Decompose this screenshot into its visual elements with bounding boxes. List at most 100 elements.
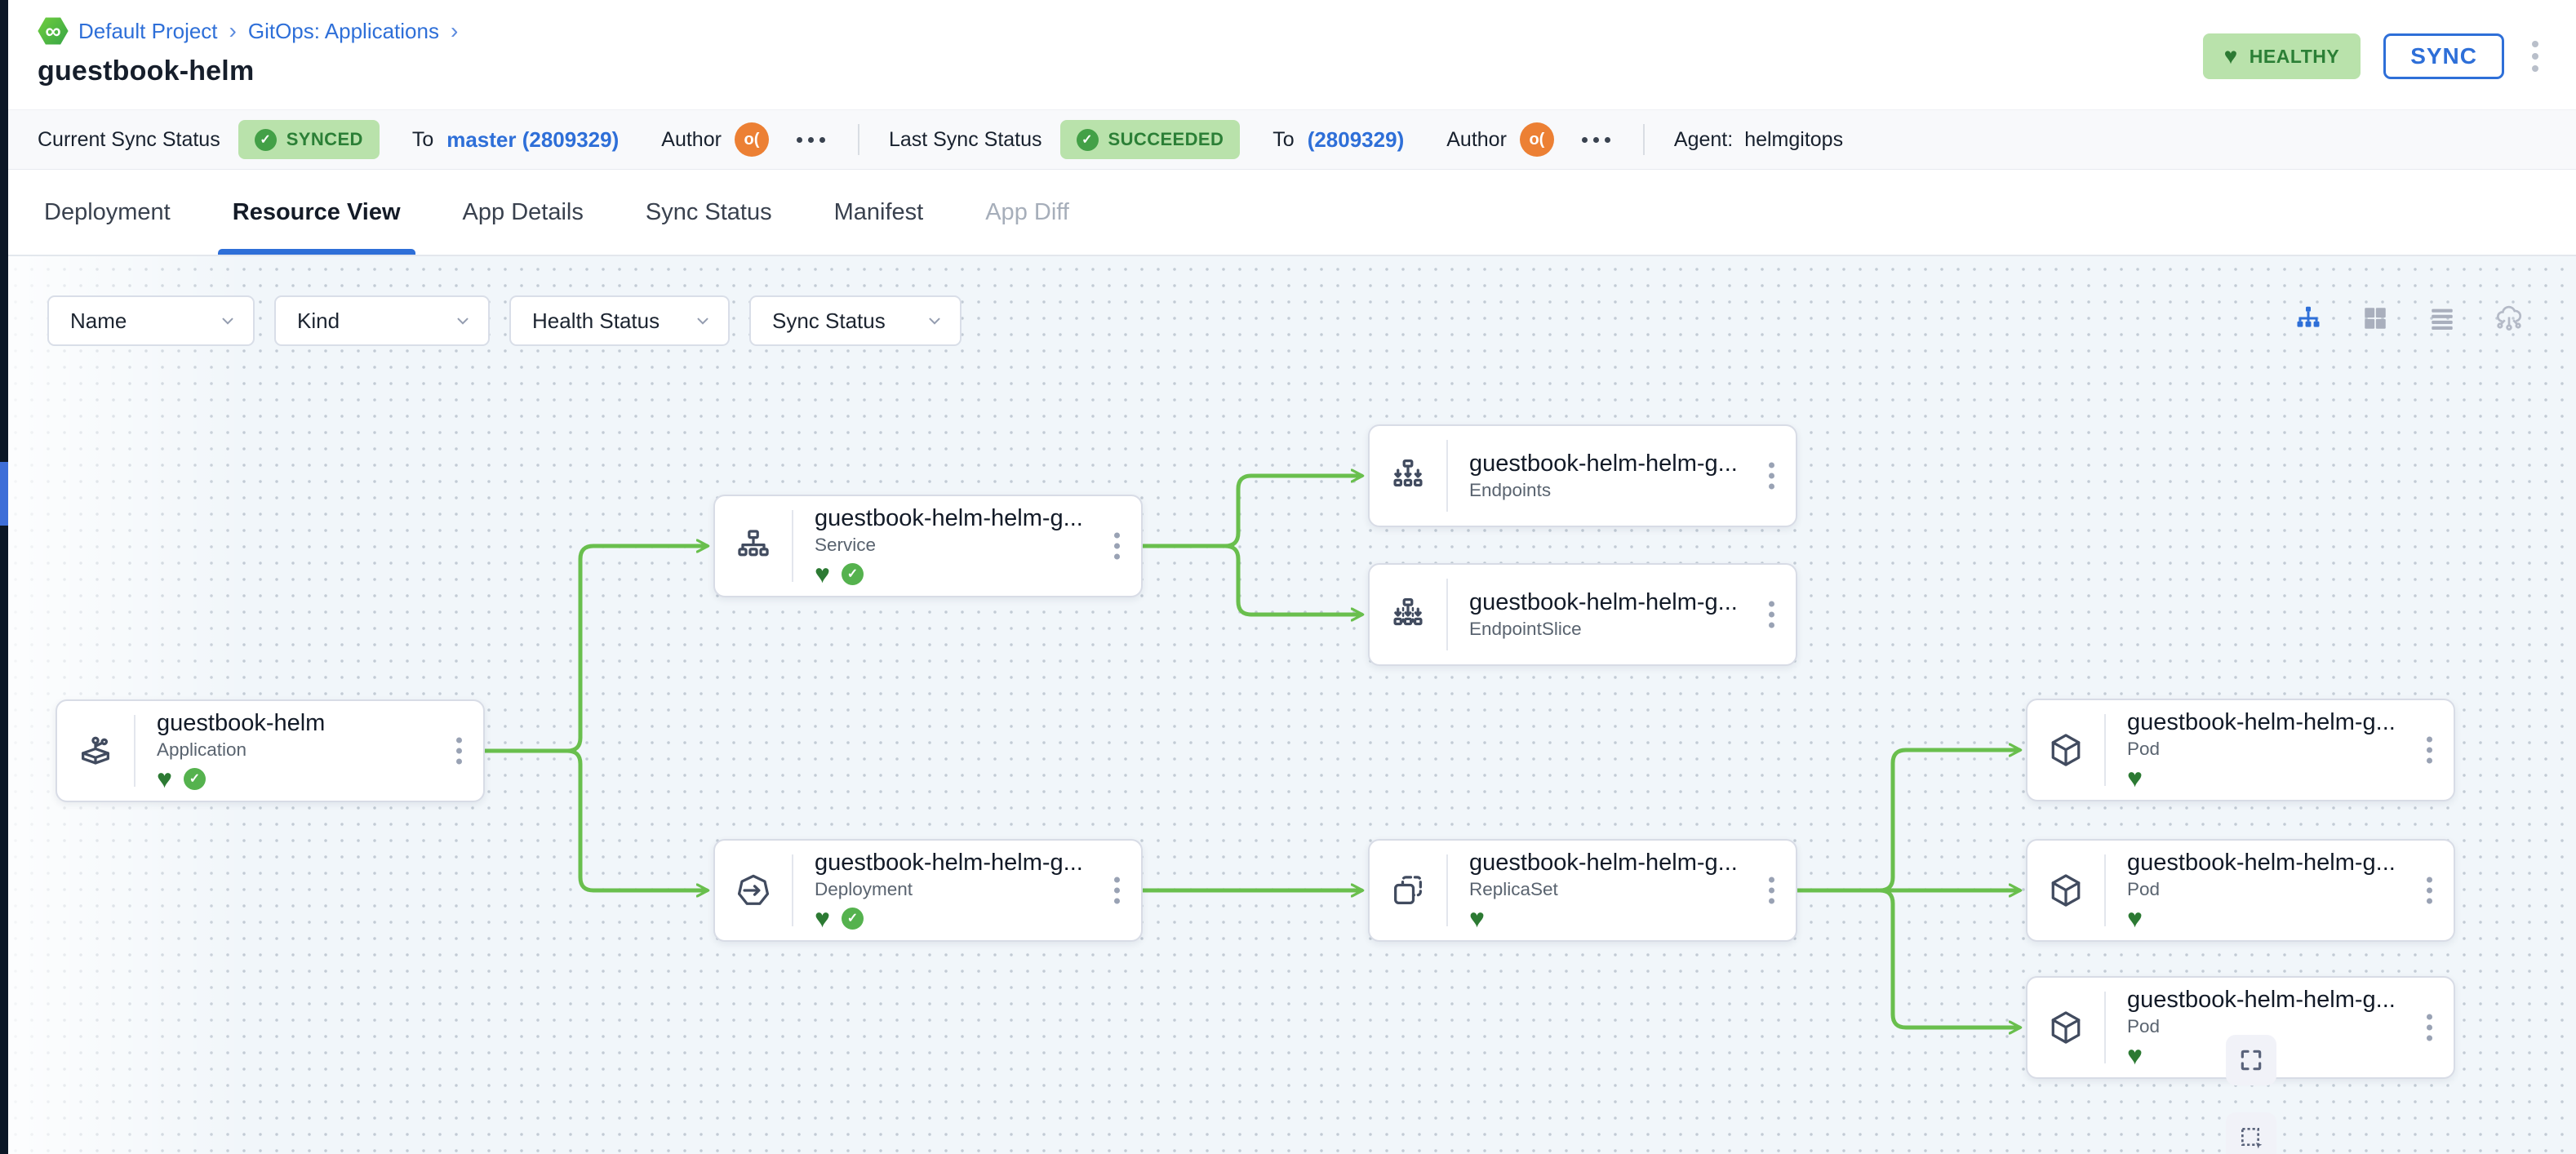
current-revision-link[interactable]: master (2809329)	[446, 126, 620, 152]
node-status-badges: ♥	[2127, 765, 2401, 791]
node-kebab-icon[interactable]	[2422, 872, 2437, 909]
tab-manifest[interactable]: Manifest	[833, 198, 924, 225]
application-icon	[57, 701, 134, 801]
resource-node-pod2[interactable]: guestbook-helm-helm-g... Pod ♥	[2026, 839, 2455, 942]
healthy-heart-icon: ♥	[2127, 763, 2143, 792]
tab-app-diff: App Diff	[985, 198, 1069, 225]
node-kebab-icon[interactable]	[1764, 458, 1779, 495]
sync-button[interactable]: SYNC	[2383, 33, 2504, 79]
node-title: guestbook-helm-helm-g...	[2127, 850, 2396, 876]
more-actions-kebab-icon[interactable]	[2527, 36, 2543, 77]
resource-node-eps[interactable]: guestbook-helm-helm-g... EndpointSlice	[1368, 563, 1797, 666]
check-circle-icon: ✓	[254, 128, 277, 151]
view-toggle-group	[2292, 302, 2525, 335]
node-title: guestbook-helm-helm-g...	[1469, 850, 1738, 876]
synced-check-icon: ✓	[842, 907, 864, 930]
select-area-button[interactable]	[2226, 1112, 2276, 1154]
agent-value: helmgitops	[1744, 127, 1844, 151]
heart-icon: ♥	[2223, 43, 2238, 69]
collapsed-sidebar-strip[interactable]	[0, 0, 8, 1154]
tab-deployment[interactable]: Deployment	[44, 198, 171, 225]
synced-check-icon: ✓	[842, 562, 864, 585]
healthy-heart-icon: ♥	[815, 559, 830, 588]
filter-kind[interactable]: Kind	[274, 295, 490, 346]
chevron-down-icon	[929, 317, 940, 325]
node-status-badges: ♥	[2127, 1042, 2401, 1068]
filter-label: Sync Status	[772, 308, 886, 333]
edge-app-deploy	[482, 748, 707, 890]
node-title: guestbook-helm-helm-g...	[815, 850, 1083, 876]
node-divider	[2104, 714, 2106, 786]
cloud-view-button[interactable]	[2493, 302, 2525, 335]
current-to-label: To	[411, 127, 434, 151]
resource-node-rs[interactable]: guestbook-helm-helm-g... ReplicaSet ♥	[1368, 839, 1797, 942]
service-icon	[715, 496, 792, 596]
current-more-ellipsis-icon[interactable]	[793, 131, 828, 149]
node-divider	[1446, 579, 1448, 650]
tab-sync-status[interactable]: Sync Status	[645, 198, 772, 225]
node-kebab-icon[interactable]	[1109, 872, 1125, 909]
resource-node-app[interactable]: guestbook-helm Application ♥✓	[56, 699, 485, 802]
node-divider	[792, 854, 793, 926]
succeeded-badge-label: SUCCEEDED	[1108, 129, 1224, 149]
fullscreen-button[interactable]	[2226, 1035, 2276, 1085]
node-kind: ReplicaSet	[1469, 879, 1558, 899]
current-author-avatar: o(	[734, 122, 769, 157]
breadcrumb: ∞ Default Project › GitOps: Applications…	[38, 13, 460, 49]
pod-icon	[2027, 841, 2104, 940]
last-more-ellipsis-icon[interactable]	[1579, 131, 1614, 149]
codefresh-logo-icon: ∞	[38, 17, 69, 45]
synced-badge-label: SYNCED	[286, 129, 363, 149]
pod-icon	[2027, 700, 2104, 800]
resource-node-ep[interactable]: guestbook-helm-helm-g... Endpoints	[1368, 424, 1797, 527]
node-title: guestbook-helm	[157, 710, 326, 736]
node-kebab-icon[interactable]	[451, 733, 467, 770]
edge-rs-pod3	[1795, 888, 2019, 1028]
healthy-heart-icon: ♥	[2127, 1041, 2143, 1070]
breadcrumb-default-project[interactable]: Default Project	[78, 18, 218, 43]
node-status-badges: ♥✓	[815, 905, 1089, 931]
filter-label: Kind	[297, 308, 340, 333]
resource-node-svc[interactable]: guestbook-helm-helm-g... Service ♥✓	[713, 495, 1143, 597]
app-header: ∞ Default Project › GitOps: Applications…	[0, 0, 2576, 109]
node-kebab-icon[interactable]	[2422, 1010, 2437, 1046]
endpointslice-icon	[1370, 565, 1446, 664]
pod-icon	[2027, 978, 2104, 1077]
healthy-heart-icon: ♥	[2127, 903, 2143, 933]
tab-resource-view[interactable]: Resource View	[217, 170, 415, 255]
tab-app-details[interactable]: App Details	[462, 198, 584, 225]
node-kebab-icon[interactable]	[2422, 732, 2437, 769]
grid-view-button[interactable]	[2359, 302, 2392, 335]
node-divider	[2104, 992, 2106, 1063]
node-kebab-icon[interactable]	[1764, 872, 1779, 909]
filter-health-status[interactable]: Health Status	[509, 295, 730, 346]
current-author-label: Author	[661, 127, 722, 151]
last-revision-link[interactable]: (2809329)	[1307, 126, 1405, 152]
breadcrumb-gitops-applications[interactable]: GitOps: Applications	[247, 18, 439, 43]
node-kebab-icon[interactable]	[1764, 597, 1779, 633]
tree-view-button[interactable]	[2292, 302, 2325, 335]
resource-node-pod1[interactable]: guestbook-helm-helm-g... Pod ♥	[2026, 699, 2455, 801]
resource-node-deploy[interactable]: guestbook-helm-helm-g... Deployment ♥✓	[713, 839, 1143, 942]
list-view-button[interactable]	[2426, 302, 2458, 335]
node-title: guestbook-helm-helm-g...	[1469, 589, 1738, 615]
current-sync-status-label: Current Sync Status	[38, 127, 220, 151]
resource-graph-canvas[interactable]: Name Kind Health Status Sync Status guestbo…	[0, 256, 2576, 1154]
node-kind: Pod	[2127, 1016, 2161, 1036]
endpoints-icon	[1370, 426, 1446, 526]
edge-app-svc	[482, 546, 707, 753]
filter-sync-status[interactable]: Sync Status	[749, 295, 962, 346]
filter-label: Name	[70, 308, 127, 333]
agent-label: Agent:	[1673, 127, 1734, 151]
edge-svc-eps	[1140, 544, 1361, 615]
chevron-down-icon	[457, 317, 469, 325]
last-sync-status-label: Last Sync Status	[888, 127, 1042, 151]
replicaset-icon	[1370, 841, 1446, 940]
filter-name[interactable]: Name	[47, 295, 255, 346]
node-kind: Application	[157, 739, 247, 760]
healthy-heart-icon: ♥	[815, 903, 830, 933]
node-kebab-icon[interactable]	[1109, 528, 1125, 565]
divider	[1642, 124, 1645, 155]
check-circle-icon: ✓	[1076, 128, 1099, 151]
node-title: guestbook-helm-helm-g...	[2127, 987, 2396, 1013]
